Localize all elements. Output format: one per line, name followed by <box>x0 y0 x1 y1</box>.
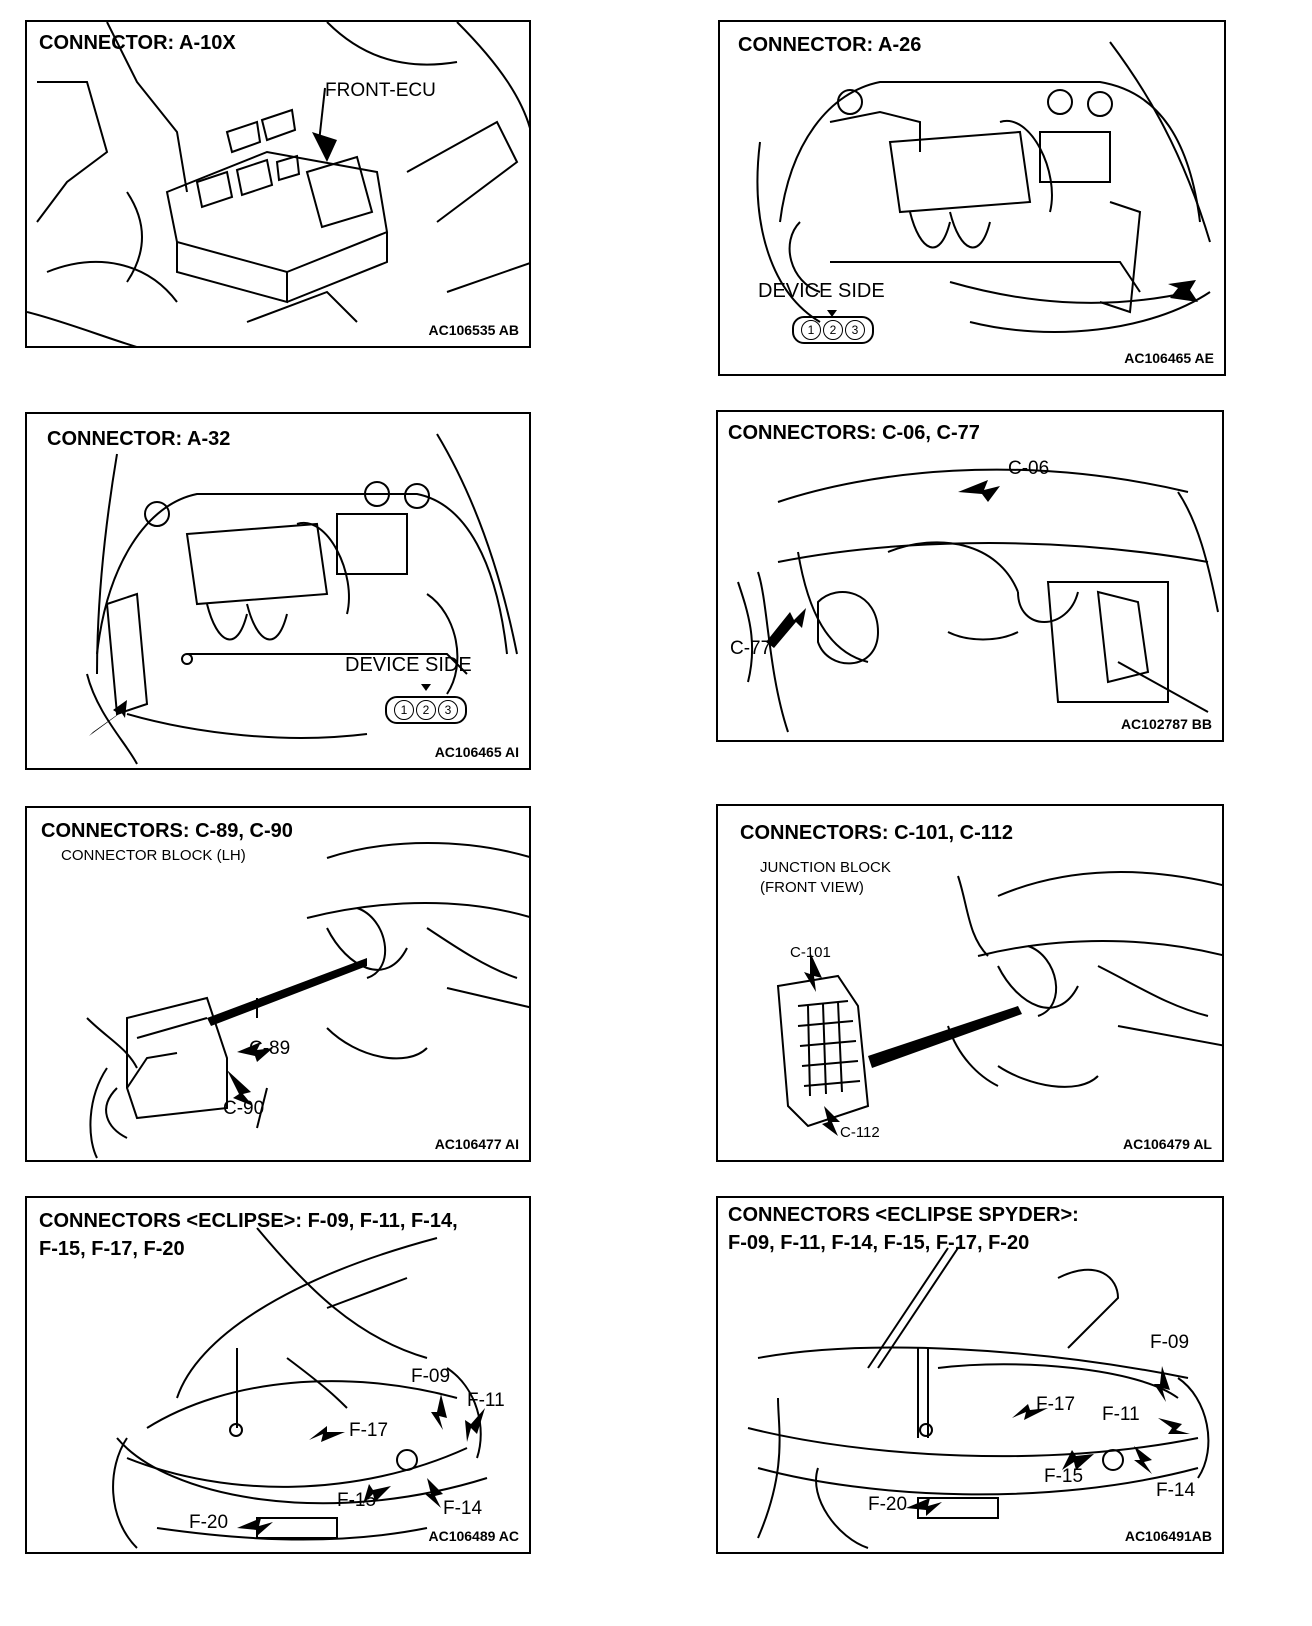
device-side-label: DEVICE SIDE <box>758 280 885 302</box>
panel-subtitle-line-2: (FRONT VIEW) <box>760 879 864 896</box>
figure-code: AC106489 AC <box>428 1528 519 1544</box>
figure-code: AC106465 AE <box>1124 350 1214 366</box>
pin: 3 <box>438 700 458 720</box>
panel-connectors-c-101-c-112: CONNECTORS: C-101, C-112 JUNCTION BLOCK … <box>716 804 1224 1162</box>
figure-code: AC106477 AI <box>434 1136 519 1152</box>
pin-marker-icon <box>827 310 837 317</box>
figure-code: AC106535 AB <box>428 322 519 338</box>
label-f-17: F-17 <box>1036 1394 1076 1415</box>
figure-code: AC102787 BB <box>1120 716 1212 732</box>
panel-title: CONNECTORS: C-101, C-112 <box>740 822 1014 844</box>
engine-bay-fuse-box-illustration <box>27 22 529 346</box>
figure-code: AC106465 AI <box>434 744 519 760</box>
figure-code: AC106491AB <box>1124 1528 1212 1544</box>
label-f-09: F-09 <box>1150 1332 1190 1353</box>
engine-bay-front-illustration <box>86 433 518 765</box>
panel-title-line-2: F-09, F-11, F-14, F-15, F-17, F-20 <box>728 1232 1030 1254</box>
device-side-label: DEVICE SIDE <box>345 654 472 676</box>
label-f-17: F-17 <box>349 1420 389 1441</box>
figure-code: AC106479 AL <box>1123 1136 1212 1152</box>
panel-title-line-1: CONNECTORS <ECLIPSE SPYDER>: <box>728 1204 1079 1226</box>
connector-pinout: 1 2 3 <box>385 696 467 724</box>
panel-connector-a-10x: CONNECTOR: A-10X FRONT-ECU AC106535 AB <box>25 20 531 348</box>
pin: 3 <box>845 320 865 340</box>
label-front-ecu: FRONT-ECU <box>325 80 436 101</box>
rear-trunk-eclipse-illustration <box>112 1227 488 1549</box>
label-c-06: C-06 <box>1008 458 1050 479</box>
label-f-14: F-14 <box>443 1498 483 1519</box>
panel-title: CONNECTOR: A-32 <box>47 428 231 450</box>
label-c-89: C-89 <box>249 1038 291 1059</box>
label-f-15: F-15 <box>337 1490 377 1511</box>
panel-title-line-2: F-15, F-17, F-20 <box>39 1238 185 1260</box>
panel-title: CONNECTORS: C-06, C-77 <box>728 422 980 444</box>
panel-connectors-eclipse: CONNECTORS <ECLIPSE>: F-09, F-11, F-14, … <box>25 1196 531 1554</box>
label-f-20: F-20 <box>189 1512 229 1533</box>
label-c-77: C-77 <box>730 638 772 659</box>
label-f-11: F-11 <box>1102 1404 1140 1425</box>
panel-connector-a-26: CONNECTOR: A-26 DEVICE SIDE 1 2 3 AC1064… <box>718 20 1226 376</box>
panel-connector-a-32: CONNECTOR: A-32 DEVICE SIDE 1 2 3 AC1064… <box>25 412 531 770</box>
label-c-101: C-101 <box>790 944 831 961</box>
panel-title-line-1: CONNECTORS <ECLIPSE>: F-09, F-11, F-14, <box>39 1210 458 1232</box>
panel-connectors-c-89-c-90: CONNECTORS: C-89, C-90 CONNECTOR BLOCK (… <box>25 806 531 1162</box>
panel-title: CONNECTOR: A-26 <box>738 34 922 56</box>
pin: 1 <box>394 700 414 720</box>
label-f-20: F-20 <box>868 1494 908 1515</box>
label-f-14: F-14 <box>1156 1480 1196 1501</box>
panel-subtitle: CONNECTOR BLOCK (LH) <box>61 847 246 864</box>
dashboard-harness-illustration <box>737 468 1219 733</box>
pin: 1 <box>801 320 821 340</box>
label-f-09: F-09 <box>411 1366 451 1387</box>
pin: 2 <box>823 320 843 340</box>
label-f-11: F-11 <box>467 1390 505 1411</box>
label-c-90: C-90 <box>223 1098 265 1119</box>
panel-connectors-eclipse-spyder: CONNECTORS <ECLIPSE SPYDER>: F-09, F-11,… <box>716 1196 1224 1554</box>
rear-trunk-eclipse-spyder-illustration <box>747 1247 1210 1549</box>
pin: 2 <box>416 700 436 720</box>
connector-pinout: 1 2 3 <box>792 316 874 344</box>
panel-subtitle-line-1: JUNCTION BLOCK <box>760 859 891 876</box>
label-f-15: F-15 <box>1044 1466 1084 1487</box>
pin-marker-icon <box>421 684 431 691</box>
panel-connectors-c-06-c-77: CONNECTORS: C-06, C-77 C-06 C-77 AC10278… <box>716 410 1224 742</box>
junction-block-illustration <box>776 871 1222 1136</box>
engine-bay-front-illustration <box>756 41 1211 333</box>
connector-block-lh-illustration <box>86 842 529 1159</box>
panel-title: CONNECTORS: C-89, C-90 <box>41 820 293 842</box>
panel-title: CONNECTOR: A-10X <box>39 32 236 54</box>
label-c-112: C-112 <box>840 1124 880 1141</box>
